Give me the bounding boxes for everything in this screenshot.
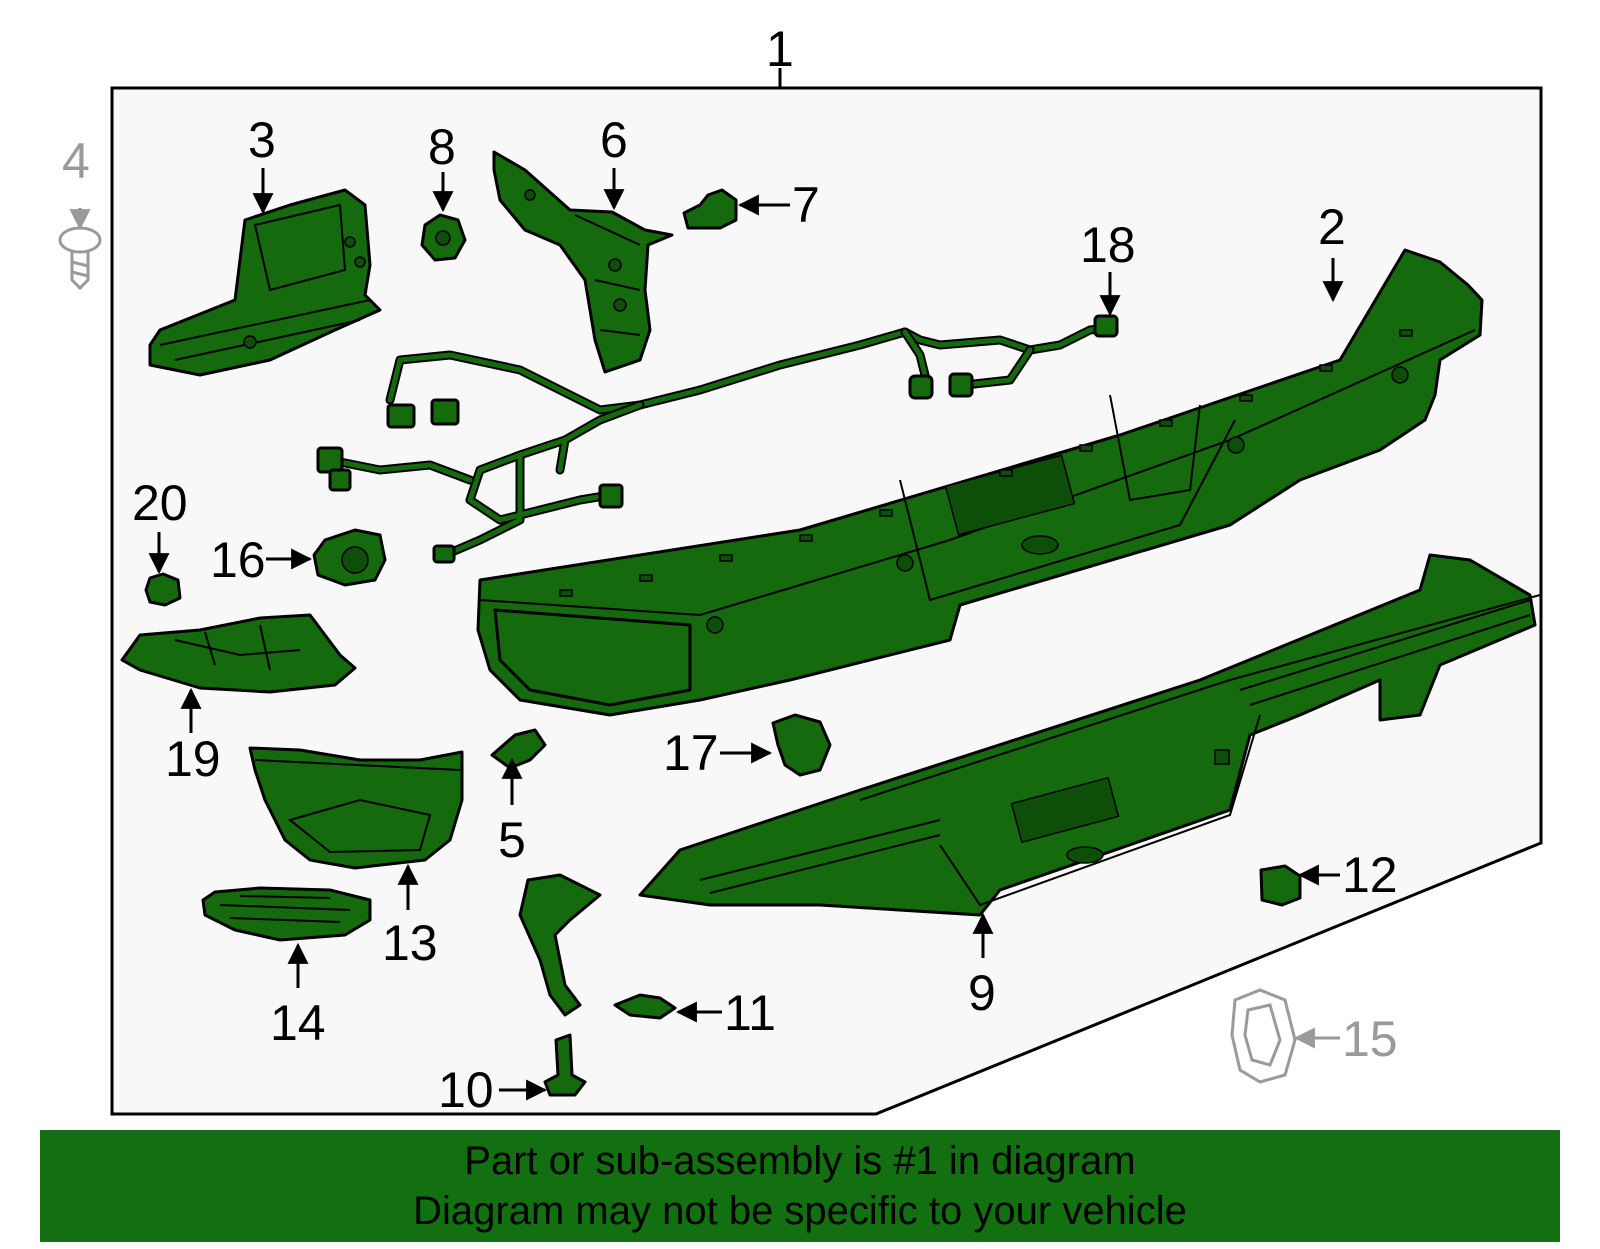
part-17-sensor[interactable] <box>771 713 832 777</box>
callout-7: 7 <box>792 177 820 233</box>
part-8-nut[interactable] <box>420 213 467 262</box>
callout-5: 5 <box>498 812 526 868</box>
part-9-step-pad[interactable] <box>518 553 1541 1017</box>
part-16-sensor-bracket[interactable] <box>312 528 387 587</box>
leader-lines <box>69 168 1344 1101</box>
part-18-wiring-harness[interactable] <box>316 314 1119 564</box>
callout-labels: 1 2 3 4 5 6 7 8 9 10 11 12 13 14 15 16 1… <box>62 21 1398 1118</box>
callout-17: 17 <box>663 725 719 781</box>
part-6-center-bracket[interactable] <box>492 150 674 374</box>
callout-9: 9 <box>968 965 996 1021</box>
callout-12: 12 <box>1342 847 1398 903</box>
part-13-end-cap[interactable] <box>248 746 464 870</box>
callout-13: 13 <box>382 915 438 971</box>
callout-3: 3 <box>248 112 276 168</box>
info-banner: Part or sub-assembly is #1 in diagram Di… <box>40 1130 1560 1242</box>
part-19-step-insert[interactable] <box>120 613 357 694</box>
part-20-plug[interactable] <box>144 572 182 607</box>
part-3-left-bracket[interactable] <box>148 188 382 377</box>
part-12-plug[interactable] <box>1259 864 1302 907</box>
banner-line-2: Diagram may not be specific to your vehi… <box>413 1189 1187 1233</box>
part-14-step-pad-insert[interactable] <box>201 886 372 942</box>
banner-line-1: Part or sub-assembly is #1 in diagram <box>464 1139 1136 1183</box>
callout-18: 18 <box>1080 217 1136 273</box>
part-10-bolt[interactable] <box>543 1033 587 1097</box>
callout-11: 11 <box>724 985 776 1041</box>
part-11-clip[interactable] <box>613 993 677 1020</box>
callout-1: 1 <box>766 21 794 77</box>
callout-8: 8 <box>428 119 456 175</box>
callout-14: 14 <box>270 995 326 1051</box>
part-4-screw-ghost[interactable] <box>58 226 102 291</box>
callout-19: 19 <box>165 731 221 787</box>
callout-16: 16 <box>210 532 266 588</box>
part-15-grommet-ghost[interactable] <box>1230 988 1297 1084</box>
part-7-retainer[interactable] <box>682 188 738 230</box>
callout-20: 20 <box>132 475 188 531</box>
callout-15: 15 <box>1342 1011 1398 1067</box>
callout-10: 10 <box>438 1062 494 1118</box>
callout-4: 4 <box>62 133 90 189</box>
callout-2: 2 <box>1318 199 1346 255</box>
part-2-bumper-face-bar[interactable] <box>476 248 1484 717</box>
callout-6: 6 <box>600 112 628 168</box>
